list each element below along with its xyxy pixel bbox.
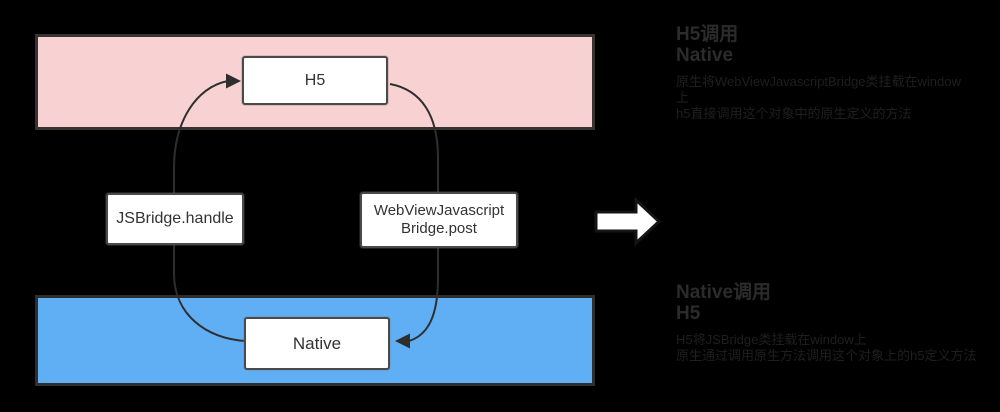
jsbridge-handle-label: JSBridge.handle	[116, 210, 234, 227]
annotation-top-body-line: h5直接调用这个对象中的原生定义的方法	[676, 106, 912, 121]
native-node-label: Native	[292, 333, 342, 353]
jsbridge-handle-node: JSBridge.handle	[106, 193, 244, 245]
big-right-block-arrow-icon	[594, 196, 662, 247]
webview-bridge-post-label-line1: WebViewJavascript	[373, 202, 505, 219]
annotation-bottom-title-line2: H5	[676, 303, 701, 324]
native-node: Native	[244, 317, 390, 370]
annotation-top-body-line: 上	[676, 90, 690, 105]
annotation-bottom-body-line: 原生通过调用原生方法调用这个对象上的h5定义方法	[676, 348, 977, 363]
annotation-top-body-line: 原生将WebViewJavascriptBridge类挂载在window	[676, 74, 961, 89]
annotation-top-title-line1: H5调用	[676, 24, 739, 45]
annotation-h5-calls-native: H5调用 Native 原生将WebViewJavascriptBridge类挂…	[676, 24, 961, 122]
webview-bridge-post-node: WebViewJavascript Bridge.post	[360, 192, 518, 248]
annotation-top-body: 原生将WebViewJavascriptBridge类挂载在window 上 h…	[676, 74, 961, 122]
annotation-bottom-body-line: H5将JSBridge类挂载在window上	[676, 332, 867, 347]
annotation-bottom-body: H5将JSBridge类挂载在window上 原生通过调用原生方法调用这个对象上…	[676, 332, 976, 364]
webview-bridge-post-label-line2: Bridge.post	[401, 220, 477, 237]
h5-node: H5	[242, 56, 388, 105]
annotation-top-title-line2: Native	[676, 45, 734, 66]
h5-node-label: H5	[304, 71, 326, 89]
annotation-bottom-title-line1: Native调用	[676, 282, 772, 303]
annotation-native-calls-h5: Native调用 H5 H5将JSBridge类挂载在window上 原生通过调…	[676, 282, 976, 364]
